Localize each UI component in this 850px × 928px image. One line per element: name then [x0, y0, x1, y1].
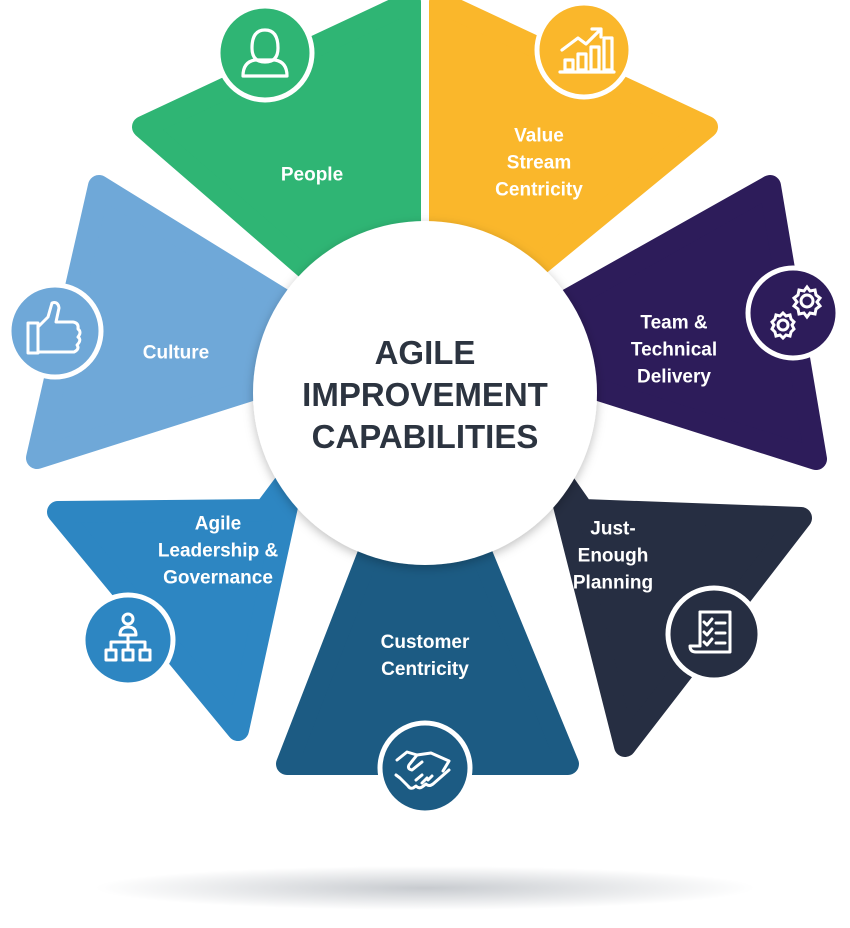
badge-team-technical [745, 265, 841, 361]
badge-value-stream [534, 0, 634, 100]
thumbs-up-icon [26, 301, 82, 355]
label-just-enough: Just- Enough Planning [573, 516, 653, 597]
badge-circle-value-stream [534, 0, 634, 100]
label-line: Value [514, 125, 564, 147]
label-line: Planning [572, 572, 654, 594]
label-line: Customer [380, 632, 470, 653]
label-line: Just- [590, 518, 636, 540]
label-customer: Customer Centricity [381, 629, 470, 683]
growth-chart-icon [558, 27, 616, 74]
center-title-line: IMPROVEMENT [302, 376, 548, 413]
badge-people [215, 3, 315, 103]
badge-customer [377, 720, 473, 816]
gears-icon [770, 284, 823, 341]
label-line: Enough [577, 545, 649, 567]
label-leadership: Agile Leadership & Governance [158, 511, 278, 592]
label-line: Delivery [637, 366, 711, 388]
label-line: Technical [630, 339, 718, 361]
checklist-icon [688, 610, 732, 654]
badge-leadership [80, 592, 176, 688]
ground-shadow [95, 866, 755, 910]
label-value-stream: Value Stream Centricity [495, 123, 583, 204]
badge-just-enough [665, 585, 763, 683]
label-line: Team & [640, 312, 708, 334]
center-title-line: AGILE [374, 334, 476, 371]
person-icon [241, 28, 289, 78]
center-circle [253, 221, 597, 565]
label-team-technical: Team & Technical Delivery [631, 310, 717, 391]
center-title: AGILE IMPROVEMENT CAPABILITIES [302, 332, 548, 458]
label-line: Centricity [381, 659, 469, 680]
center-title-line: CAPABILITIES [311, 418, 539, 455]
label-line: People [280, 164, 344, 186]
badge-culture [6, 282, 104, 380]
badge-circle-just-enough [665, 585, 763, 683]
label-culture: Culture [143, 340, 210, 367]
label-line: Leadership & [157, 540, 279, 562]
badge-circle-team-technical [745, 265, 841, 361]
label-people: People [281, 162, 343, 189]
org-chart-icon [104, 612, 152, 662]
badge-circle-people [215, 3, 315, 103]
label-line: Agile [194, 513, 242, 535]
badge-circle-customer [377, 720, 473, 816]
label-line: Governance [163, 567, 273, 589]
badge-circle-culture [6, 282, 104, 380]
segment-leadership [47, 459, 306, 741]
handshake-icon [394, 750, 451, 790]
label-line: Stream [506, 152, 572, 174]
label-line: Centricity [495, 179, 583, 201]
label-line: Culture [142, 342, 210, 364]
